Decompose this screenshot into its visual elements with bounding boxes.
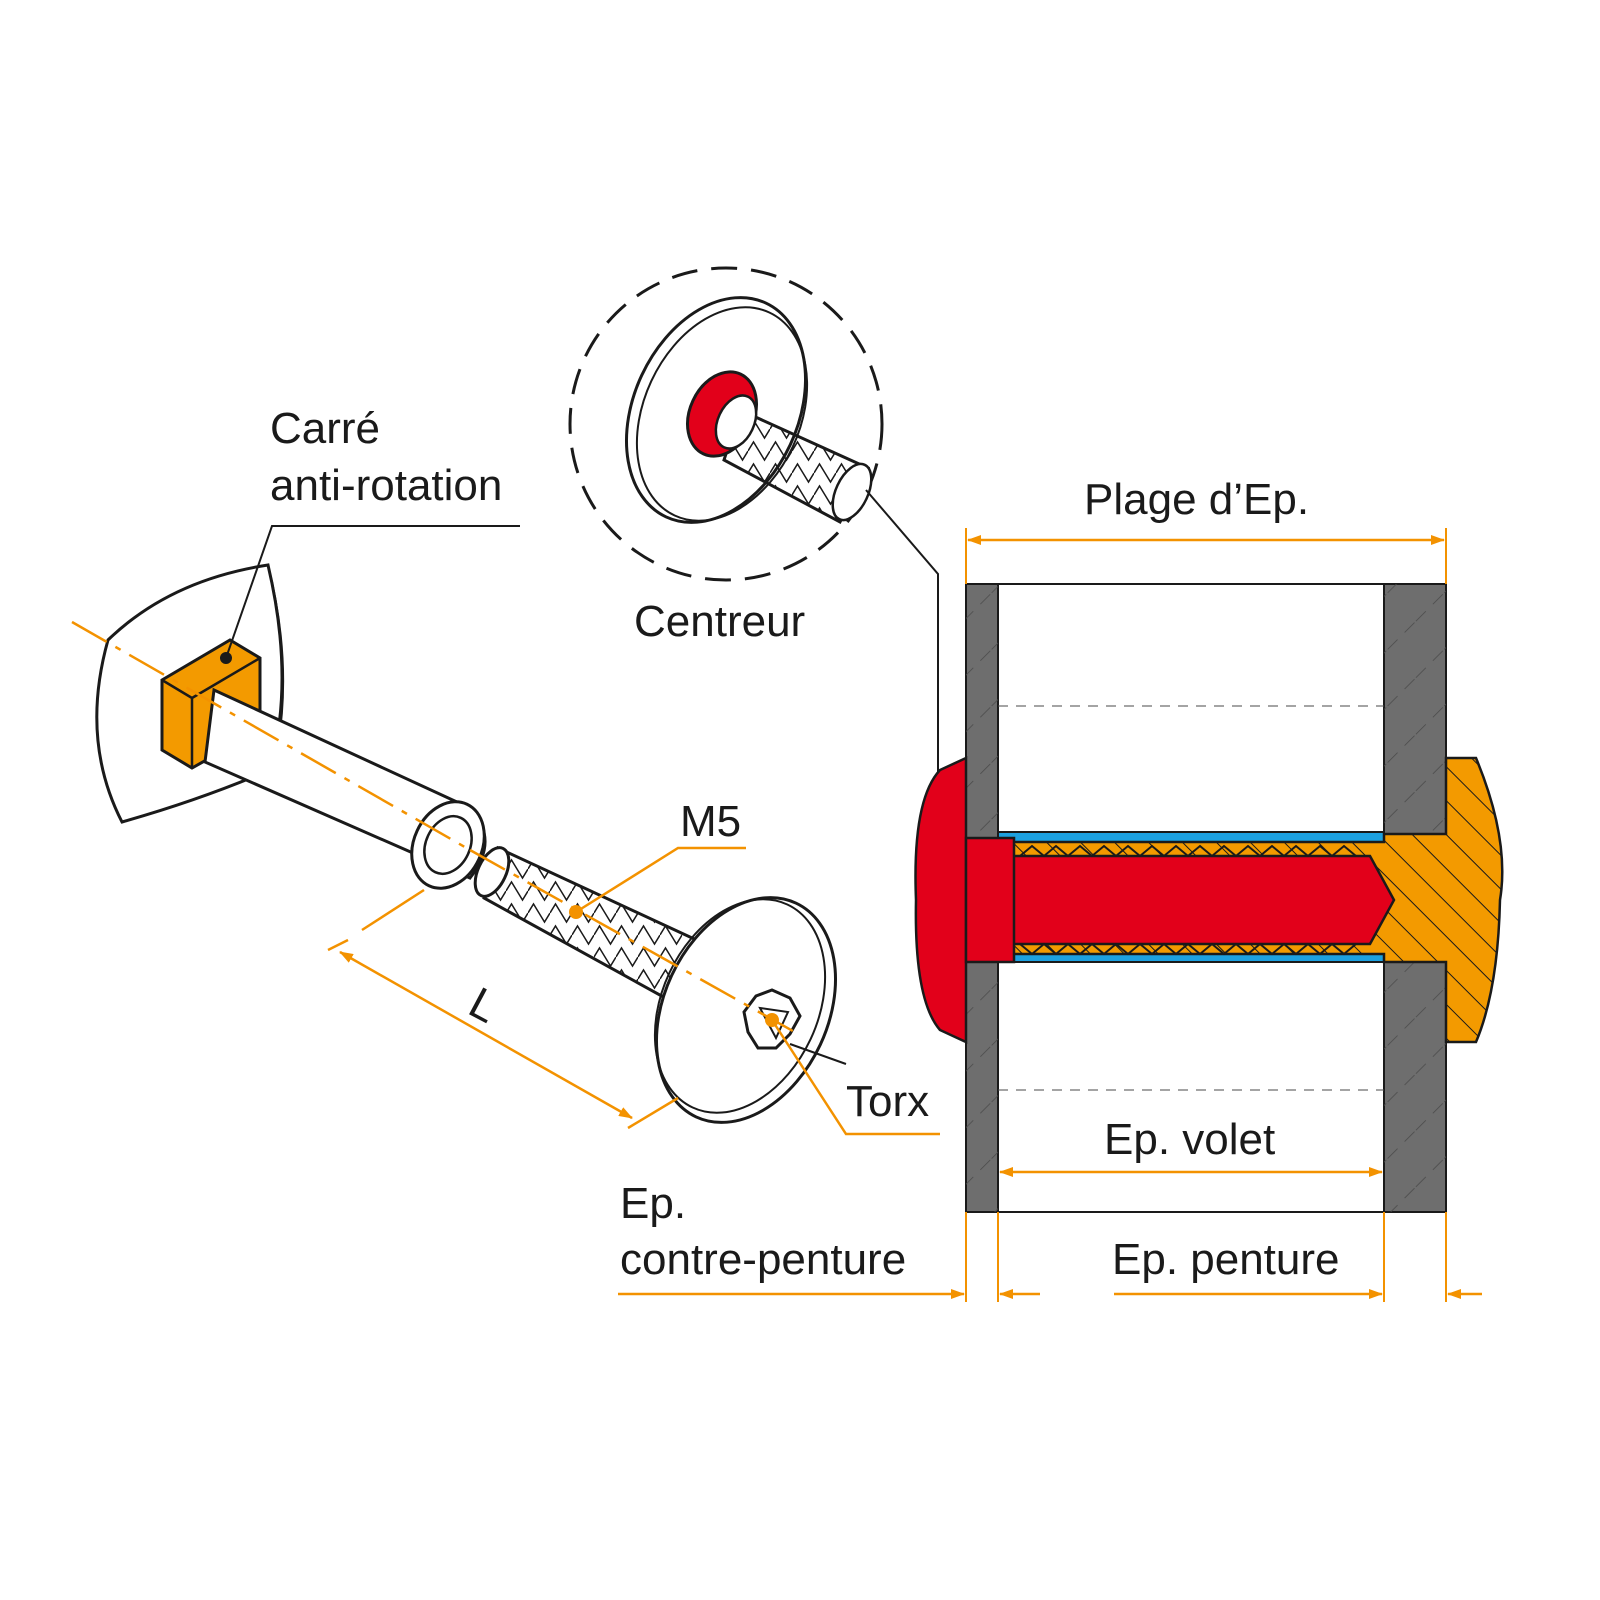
label-ep-contre-line2: contre-penture [620,1235,906,1284]
label-ep-contre-line1: Ep. [620,1179,686,1228]
leader-m5 [575,846,746,914]
label-plage: Plage d’Ep. [1084,475,1309,524]
leader-carre [225,525,520,659]
label-ep-volet: Ep. volet [1104,1115,1275,1164]
cross-section [914,583,1504,1213]
screw-shank-section [1000,854,1396,946]
screw-head-section [914,756,968,1044]
label-carre-line1: Carré [270,404,380,453]
screw-assembly [473,845,837,1124]
label-torx: Torx [846,1077,929,1126]
dimension-l [327,888,679,1130]
label-m5: M5 [680,797,741,846]
dimension-bottom [618,1212,1482,1302]
label-carre-line2: anti-rotation [270,461,502,510]
label-ep-penture: Ep. penture [1112,1235,1340,1284]
nut-assembly [95,563,487,890]
leader-torx [770,1019,940,1136]
label-centreur: Centreur [634,597,805,646]
centre-axis [71,620,471,852]
label-l: L [461,978,506,1033]
centreur-detail [568,266,884,582]
dimension-plage [965,528,1447,584]
